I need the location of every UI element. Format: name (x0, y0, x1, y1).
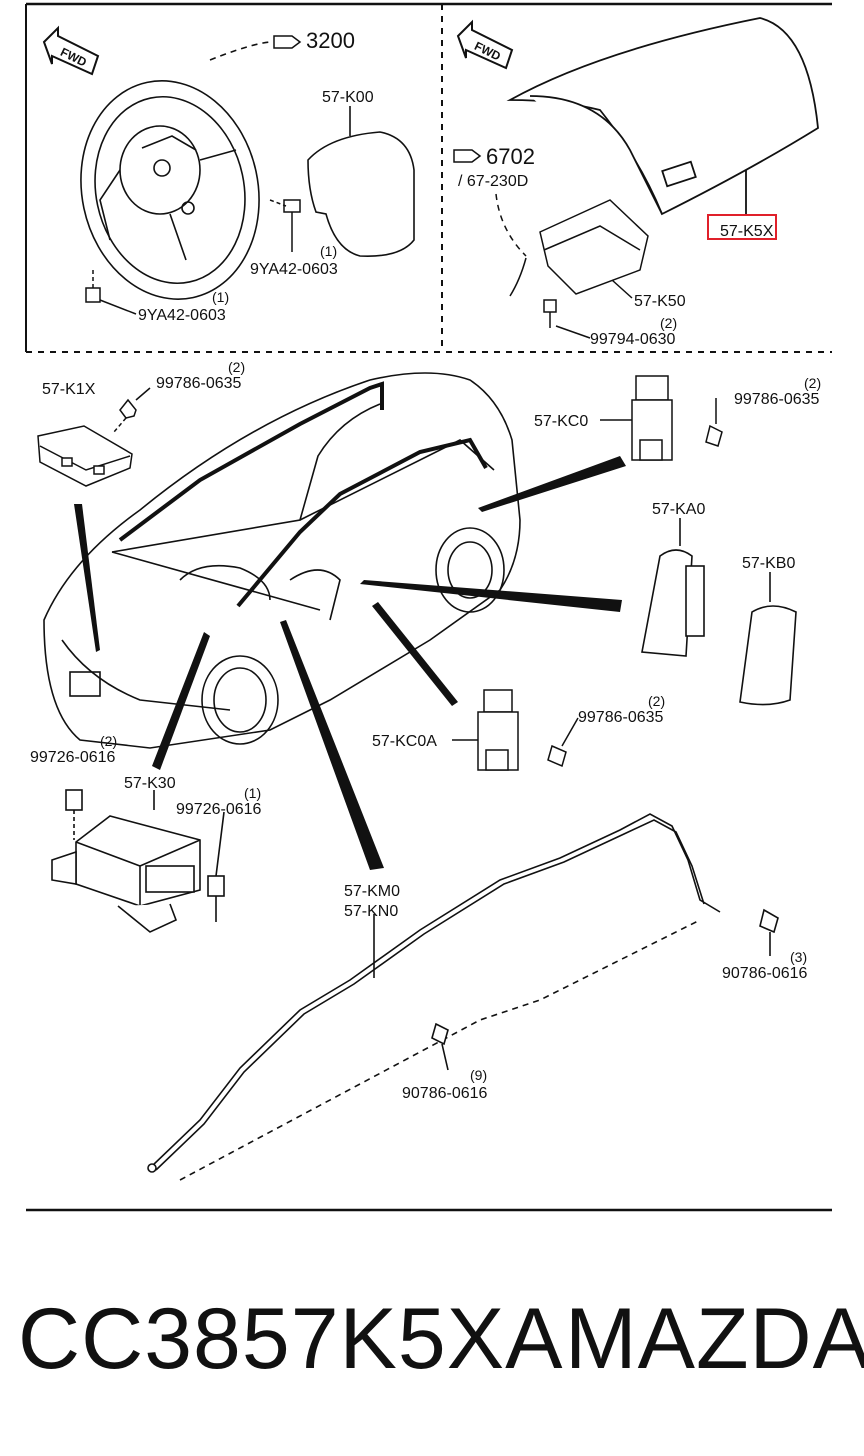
front-sensor (37, 387, 151, 487)
rear-sensor-bolt-qty: (2) (804, 375, 821, 391)
fwd-arrow-left: FWD (42, 25, 100, 76)
steering-wheel-ref: 3200 (306, 28, 355, 53)
front-sensor-bolt-qty: (2) (228, 359, 245, 375)
brand-name: MAZDA (565, 1291, 864, 1387)
lower-bolt-qty: (1) (212, 289, 229, 305)
passenger-airbag (509, 199, 649, 339)
curtain-airbag-label-2: 57-KN0 (344, 903, 398, 920)
cu-side-bolt-label: 99726-0616 (176, 801, 262, 818)
ref-pointer-3200: 3200 (273, 28, 355, 53)
fwd-arrow-right: FWD (456, 19, 514, 70)
side-sensor (452, 689, 579, 771)
lower-bolt-icon (85, 270, 137, 315)
curtain-bolt-bottom-label: 90786-0616 (402, 1085, 488, 1102)
dash-ref: 6702 (486, 144, 535, 169)
curtain-airbag-label-1: 57-KM0 (344, 883, 400, 900)
cu-top-bolt-qty: (2) (100, 733, 117, 749)
rear-sensor (600, 375, 723, 461)
part-number: CC3857K5XA (18, 1291, 564, 1387)
ref-pointer-6702: 6702 / 67-230D (453, 144, 535, 257)
curtain-bolt-bottom-qty: (9) (470, 1067, 487, 1083)
front-sensor-bolt-label: 99786-0635 (156, 375, 242, 392)
curtain-bolt-right-label: 90786-0616 (722, 965, 808, 982)
steering-wheel (80, 41, 271, 300)
rear-sensor-bolt-label: 99786-0635 (734, 391, 820, 408)
passenger-bolt-label: 99794-0630 (590, 331, 676, 348)
control-unit-label: 57-K30 (124, 775, 176, 792)
side-sensor-bolt-label: 99786-0635 (578, 709, 664, 726)
passenger-airbag-label: 57-K50 (634, 293, 686, 310)
side-airbag-right-label: 57-KB0 (742, 555, 795, 572)
cu-top-bolt-label: 99726-0616 (30, 749, 116, 766)
driver-bolt-label: 9YA42-0603 (250, 261, 338, 278)
side-airbag-left (641, 518, 705, 657)
dash-cover-label: 57-K5X (720, 223, 774, 240)
driver-bolt-qty: (1) (320, 243, 337, 259)
driver-airbag-label: 57-K00 (322, 89, 374, 106)
front-sensor-label: 57-K1X (42, 381, 96, 398)
lower-bolt-label: 9YA42-0603 (138, 307, 226, 324)
side-airbag-right (739, 572, 797, 706)
roof-rail-curtain (118, 381, 488, 608)
cu-side-bolt-qty: (1) (244, 785, 261, 801)
passenger-bolt-qty: (2) (660, 315, 677, 331)
frame-lines (25, 2, 832, 1212)
dash-ref-sub: / 67-230D (458, 173, 528, 190)
footer: CC3857K5XA MAZDA (0, 1290, 864, 1410)
dash-cover-highlight-box (707, 214, 777, 240)
driver-bolt-icon (269, 199, 301, 252)
control-unit (51, 789, 225, 933)
driver-airbag (307, 106, 415, 257)
side-sensor-bolt-qty: (2) (648, 693, 665, 709)
dash-cover (506, 17, 819, 216)
rear-sensor-label: 57-KC0 (534, 413, 588, 430)
curtain-airbag (147, 813, 779, 1181)
side-sensor-label: 57-KC0A (372, 733, 437, 750)
side-airbag-left-label: 57-KA0 (652, 501, 705, 518)
curtain-bolt-right-qty: (3) (790, 949, 807, 965)
leader-wedges (74, 456, 626, 870)
